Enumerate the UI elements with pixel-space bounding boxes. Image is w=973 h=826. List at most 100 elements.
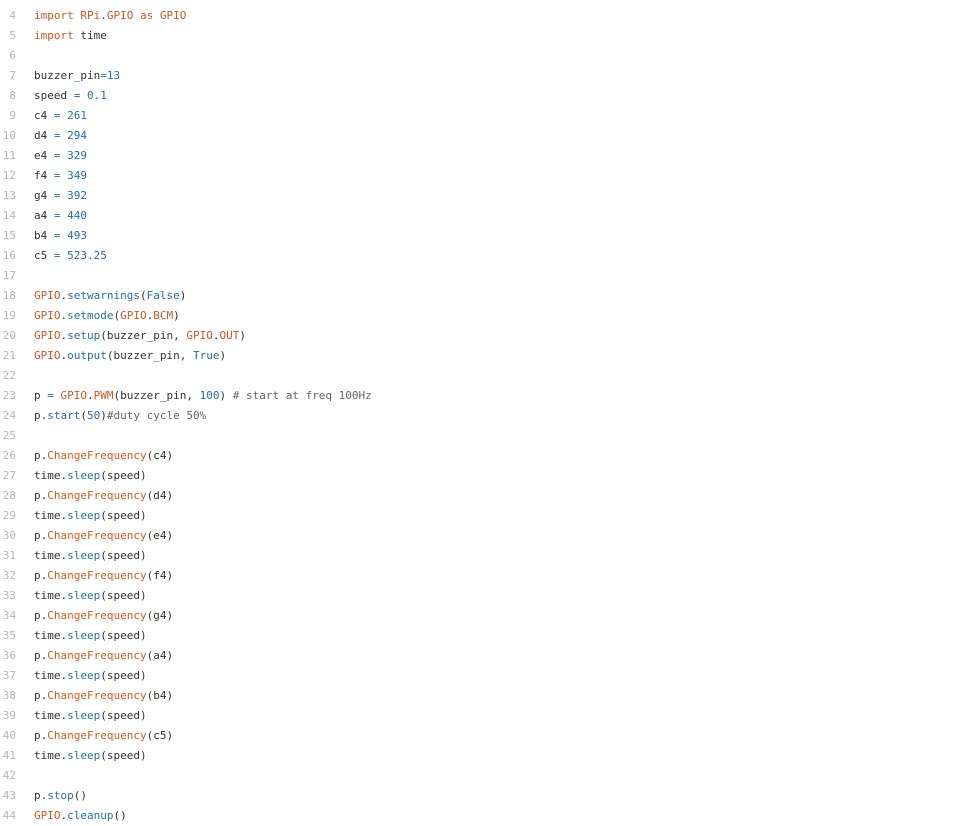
line-source[interactable]: p.ChangeFrequency(d4): [16, 486, 973, 506]
line-source[interactable]: p.ChangeFrequency(c5): [16, 726, 973, 746]
code-token: 329: [67, 149, 87, 162]
line-source[interactable]: [16, 46, 973, 66]
code-line[interactable]: 6: [0, 46, 973, 66]
line-source[interactable]: GPIO.setmode(GPIO.BCM): [16, 306, 973, 326]
code-line[interactable]: 22: [0, 366, 973, 386]
line-source[interactable]: time.sleep(speed): [16, 626, 973, 646]
code-token: .: [60, 329, 68, 342]
line-source[interactable]: buzzer_pin=13: [16, 66, 973, 86]
line-source[interactable]: time.sleep(speed): [16, 586, 973, 606]
line-source[interactable]: [16, 366, 973, 386]
line-number: 38: [2, 689, 16, 702]
line-source[interactable]: time.sleep(speed): [16, 746, 973, 766]
line-source[interactable]: [16, 426, 973, 446]
line-number: 24: [2, 409, 16, 422]
code-token: .: [40, 609, 48, 622]
line-source[interactable]: p.ChangeFrequency(f4): [16, 566, 973, 586]
line-source[interactable]: import time: [16, 26, 973, 46]
line-source[interactable]: [16, 266, 973, 286]
line-source[interactable]: d4 = 294: [16, 126, 973, 146]
line-source[interactable]: p.start(50)#duty cycle 50%: [16, 406, 973, 426]
code-token: (buzzer_pin,: [106, 349, 193, 362]
line-source[interactable]: GPIO.setwarnings(False): [16, 286, 973, 306]
code-line[interactable]: 17: [0, 266, 973, 286]
line-source[interactable]: c4 = 261: [16, 106, 973, 126]
line-source[interactable]: b4 = 493: [16, 226, 973, 246]
code-token: .: [60, 749, 68, 762]
line-source[interactable]: time.sleep(speed): [16, 706, 973, 726]
line-source[interactable]: a4 = 440: [16, 206, 973, 226]
line-source[interactable]: time.sleep(speed): [16, 506, 973, 526]
line-source[interactable]: speed = 0.1: [16, 86, 973, 106]
line-source[interactable]: e4 = 329: [16, 146, 973, 166]
code-token: time: [34, 749, 61, 762]
line-source[interactable]: c5 = 523.25: [16, 246, 973, 266]
line-source[interactable]: p.ChangeFrequency(b4): [16, 686, 973, 706]
line-source[interactable]: p.ChangeFrequency(a4): [16, 646, 973, 666]
code-token: # start at freq 100Hz: [232, 389, 372, 402]
line-source[interactable]: g4 = 392: [16, 186, 973, 206]
line-source[interactable]: f4 = 349: [16, 166, 973, 186]
code-token: [54, 389, 61, 402]
line-source[interactable]: import RPi.GPIO as GPIO: [16, 6, 973, 26]
code-token: p: [34, 529, 41, 542]
line-number: 10: [2, 129, 16, 142]
code-line[interactable]: 25: [0, 426, 973, 446]
line-source[interactable]: GPIO.setup(buzzer_pin, GPIO.OUT): [16, 326, 973, 346]
line-source[interactable]: [16, 766, 973, 786]
line-source[interactable]: GPIO.cleanup(): [16, 806, 973, 826]
code-token: import: [34, 29, 74, 42]
line-source[interactable]: p = GPIO.PWM(buzzer_pin, 100) # start at…: [16, 386, 973, 406]
line-source[interactable]: GPIO.output(buzzer_pin, True): [16, 346, 973, 366]
line-source[interactable]: time.sleep(speed): [16, 666, 973, 686]
line-source[interactable]: p.ChangeFrequency(c4): [16, 446, 973, 466]
line-source[interactable]: p.ChangeFrequency(g4): [16, 606, 973, 626]
line-source[interactable]: p.stop(): [16, 786, 973, 806]
line-source[interactable]: p.ChangeFrequency(e4): [16, 526, 973, 546]
line-source[interactable]: time.sleep(speed): [16, 546, 973, 566]
line-source[interactable]: time.sleep(speed): [16, 466, 973, 486]
line-number: 22: [2, 369, 16, 382]
code-token: .: [60, 809, 68, 822]
code-line[interactable]: 42: [0, 766, 973, 786]
code-token: (buzzer_pin,: [113, 389, 200, 402]
